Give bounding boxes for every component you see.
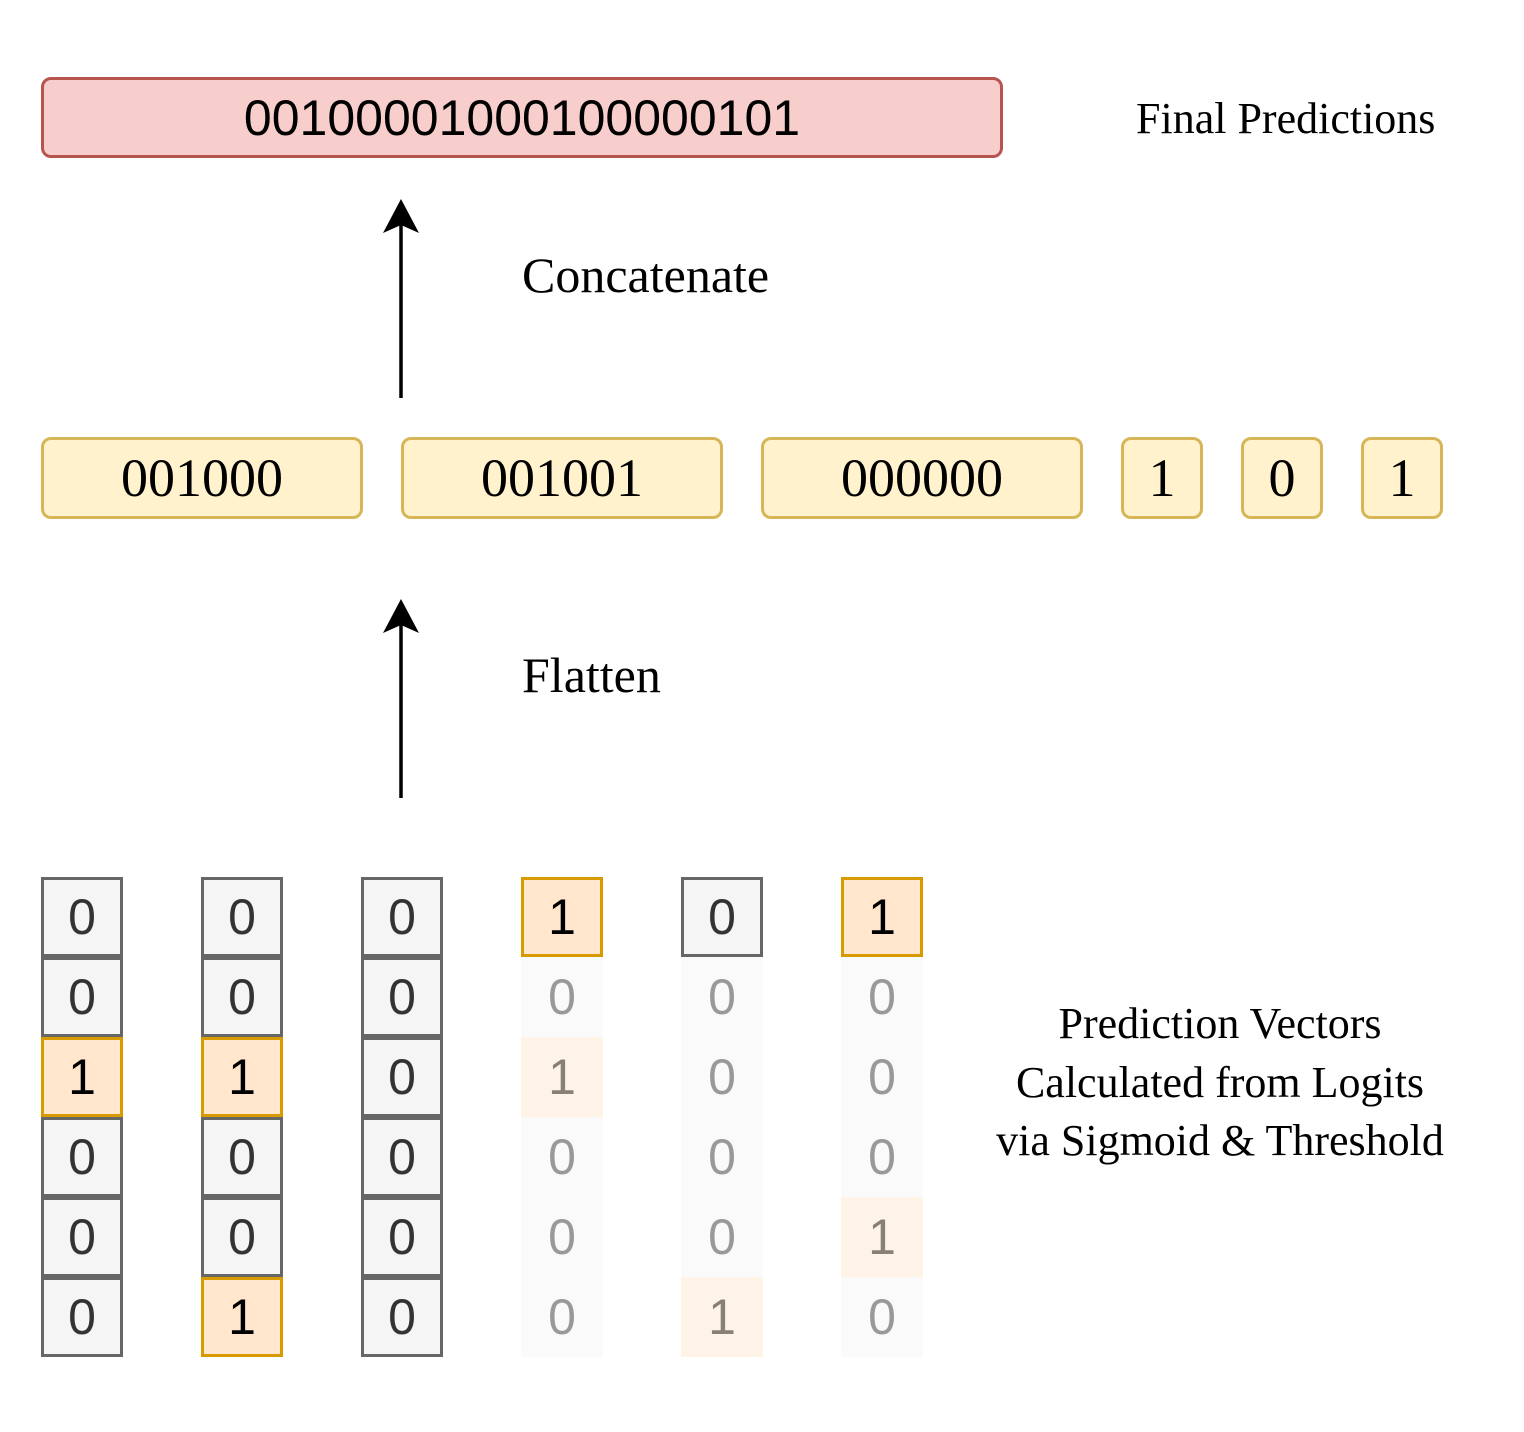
vector-3-cell-4: 0 — [361, 1117, 443, 1197]
vector-5-cell-6: 1 — [681, 1277, 763, 1357]
vector-4-cell-4: 0 — [521, 1117, 603, 1197]
vector-3-cell-5: 0 — [361, 1197, 443, 1277]
vector-3-cell-1: 0 — [361, 877, 443, 957]
vector-2-cell-5: 0 — [201, 1197, 283, 1277]
vector-4-cell-5: 0 — [521, 1197, 603, 1277]
vector-5-cell-3: 0 — [681, 1037, 763, 1117]
vector-5-cell-5: 0 — [681, 1197, 763, 1277]
concatenate-label: Concatenate — [522, 247, 770, 303]
vector-3-cell-6: 0 — [361, 1277, 443, 1357]
flattened-chunk-2: 001001 — [401, 437, 723, 519]
concatenate-arrow — [383, 199, 419, 398]
flatten-arrow — [383, 599, 419, 798]
final-predictions-label: Final Predictions — [1136, 94, 1436, 143]
vector-5-cell-4: 0 — [681, 1117, 763, 1197]
vector-2-cell-6: 1 — [201, 1277, 283, 1357]
vector-2-cell-4: 0 — [201, 1117, 283, 1197]
vector-1-cell-5: 0 — [41, 1197, 123, 1277]
vector-4-cell-2: 0 — [521, 957, 603, 1037]
vector-2-cell-3: 1 — [201, 1037, 283, 1117]
flattened-chunk-4: 1 — [1121, 437, 1203, 519]
vector-3-cell-2: 0 — [361, 957, 443, 1037]
prediction-vectors-label-line-2: Calculated from Logits — [1015, 1057, 1425, 1107]
vector-5-cell-2: 0 — [681, 957, 763, 1037]
vector-6-cell-6: 0 — [841, 1277, 923, 1357]
prediction-vectors-label: Prediction Vectors Calculated from Logit… — [960, 995, 1480, 1171]
vector-6-cell-1: 1 — [841, 877, 923, 957]
vector-1-cell-2: 0 — [41, 957, 123, 1037]
flattened-chunk-3: 000000 — [761, 437, 1083, 519]
prediction-vectors-label-line-3: via Sigmoid & Threshold — [996, 1116, 1444, 1166]
vector-1-cell-1: 0 — [41, 877, 123, 957]
flattened-chunk-6: 1 — [1361, 437, 1443, 519]
vector-2-cell-1: 0 — [201, 877, 283, 957]
vector-6-cell-3: 0 — [841, 1037, 923, 1117]
vector-6-cell-5: 1 — [841, 1197, 923, 1277]
flatten-label: Flatten — [522, 647, 661, 703]
vector-6-cell-2: 0 — [841, 957, 923, 1037]
vector-6-cell-4: 0 — [841, 1117, 923, 1197]
vector-4-cell-6: 0 — [521, 1277, 603, 1357]
vector-4-cell-1: 1 — [521, 877, 603, 957]
vector-5-cell-1: 0 — [681, 877, 763, 957]
vector-3-cell-3: 0 — [361, 1037, 443, 1117]
flattened-chunk-5: 0 — [1241, 437, 1323, 519]
vector-1-cell-3: 1 — [41, 1037, 123, 1117]
vector-1-cell-4: 0 — [41, 1117, 123, 1197]
final-predictions-box: 00100001000100000101 — [41, 77, 1003, 158]
vector-2-cell-2: 0 — [201, 957, 283, 1037]
vector-4-cell-3: 1 — [521, 1037, 603, 1117]
vector-1-cell-6: 0 — [41, 1277, 123, 1357]
flattened-chunk-1: 001000 — [41, 437, 363, 519]
prediction-vectors-label-line-1: Prediction Vectors — [1058, 999, 1382, 1048]
